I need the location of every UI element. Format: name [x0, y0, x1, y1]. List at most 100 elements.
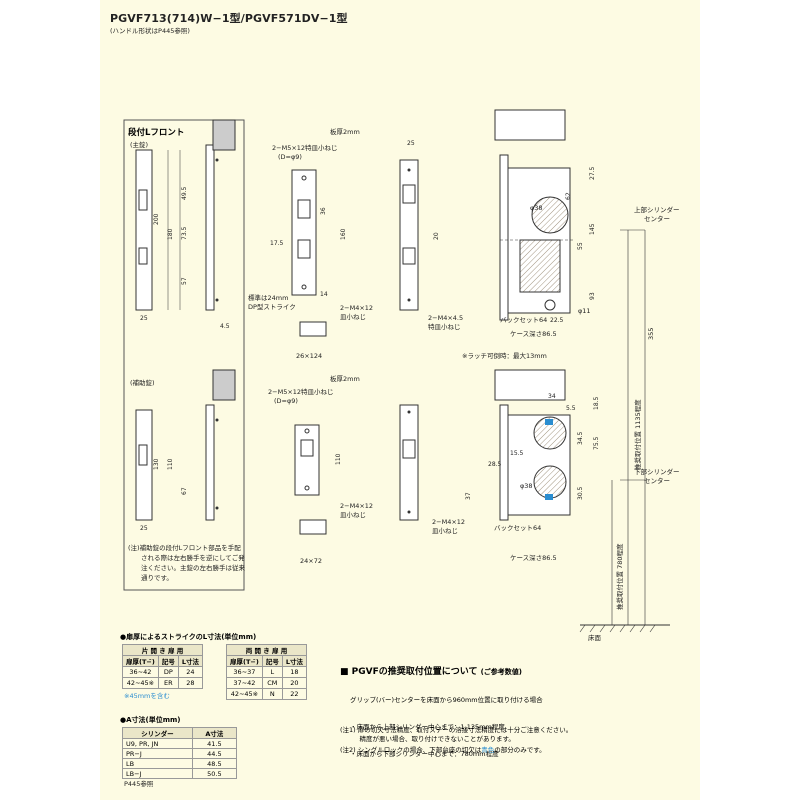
table-row: LB−J 50.5: [122, 768, 238, 779]
dim-34: 34: [548, 393, 556, 400]
lower-cylinder-label: 下部シリンダー: [634, 467, 680, 476]
a-table-heading: ●A寸法(単位mm): [120, 716, 181, 724]
single-door-title: 片 開 き 扉 用: [122, 644, 203, 656]
strike-footnote: ※45mmを含む: [124, 692, 170, 700]
dim-57: 57: [181, 277, 188, 285]
cell: 22: [281, 688, 307, 700]
cell: 50.5: [191, 768, 238, 779]
rec-upper-height: 推奨取付位置 1135程度: [633, 399, 642, 470]
dim-75-5: 75.5: [593, 436, 600, 450]
col-l: L寸法: [177, 655, 203, 667]
cell: LB−J: [122, 768, 193, 779]
strike-dp-label: DP型ストライク: [248, 302, 296, 311]
dim-36: 36: [320, 207, 327, 215]
pgvf-body: グリップ(バー)センターを床面から960mm位置に取り付ける場合 ・床面から上部…: [350, 678, 543, 768]
table-row: U9, PR, JN 41.5: [122, 738, 238, 749]
col-door-thickness: 扉厚(T−̄): [122, 655, 159, 667]
screw-m4-12-aux2: 2−M4×12: [432, 518, 465, 526]
col-door-thickness: 扉厚(T−̄): [226, 655, 263, 667]
col-l: L寸法: [281, 655, 307, 667]
cell: ER: [157, 677, 179, 689]
screw-m4-12-type-aux2: 皿小ねじ: [432, 526, 458, 535]
dim-30-5: 30.5: [577, 486, 584, 500]
screw-m4-12-label: 2−M4×12: [340, 304, 373, 312]
cell: DP: [157, 666, 179, 678]
table-row: 36∼37 L 18: [226, 666, 307, 678]
plate-thickness-label-aux: 板厚2mm: [330, 374, 360, 383]
dim-18-5: 18.5: [593, 396, 600, 410]
cell: 28: [177, 677, 203, 689]
front-panel-note: (注)補助錠の段付Lフロント部品を手配 される際は左右勝手を逆にしてご発 注くだ…: [128, 544, 245, 582]
dim-17-5: 17.5: [270, 240, 284, 247]
dim-200: 200: [153, 213, 160, 225]
dim-22-5: 22.5: [550, 317, 564, 324]
cell: LB: [122, 758, 193, 769]
double-door-title: 両 開 き 扉 用: [226, 644, 307, 656]
aux-lock-front-mid: [399, 404, 419, 521]
height-guide: [579, 229, 670, 633]
strike-table-single: 片 開 き 扉 用 扉厚(T−̄) 記号 L寸法 36∼42 DP 24 42∼…: [122, 644, 203, 689]
table-row: LB 48.5: [122, 758, 238, 769]
screw-m4-45-type: 特皿小ねじ: [428, 322, 461, 331]
lower-center-label: センター: [644, 476, 670, 485]
screw-upper-label: 2−M5×12特皿小ねじ: [272, 143, 338, 152]
col-code: 記号: [157, 655, 179, 667]
dim-37: 37: [465, 492, 472, 500]
front-panel-title: 段付Lフロント: [128, 128, 185, 138]
case-depth-aux: ケース深さ86.5: [510, 553, 557, 562]
screw-upper-label-aux: 2−M5×12特皿小ねじ: [268, 387, 334, 396]
rec-lower-height: 推奨取付位置 780程度: [615, 543, 624, 610]
upper-cylinder-label: 上部シリンダー: [634, 205, 680, 214]
table-row: 42∼45※ N 22: [226, 688, 307, 700]
dim-20: 20: [433, 232, 440, 240]
cell: 42∼45※: [226, 688, 263, 700]
aux-lock-front: [135, 369, 236, 521]
pgvf-line: ・床面から上部シリンダー中心まで：1,135mm程度: [350, 723, 505, 731]
main-lock-front-mid: [399, 159, 419, 311]
backset-label-main: バックセット64: [500, 316, 547, 324]
cell: 42∼45※: [122, 677, 159, 689]
cell: 44.5: [191, 748, 238, 759]
phi38-main: φ38: [530, 204, 543, 212]
screw-m4-45-label: 2−M4×4.5: [428, 314, 463, 322]
backset-label-aux: バックセット64: [494, 524, 541, 532]
dim-4-5: 4.5: [220, 323, 230, 330]
dim-55: 55: [577, 242, 584, 250]
footnote-2-post: の部分のみです。: [494, 746, 546, 754]
main-strike-drawing: [291, 169, 327, 337]
strike-size-aux: 24×72: [300, 557, 322, 565]
dim-130: 130: [153, 458, 160, 470]
dim-27-5: 27.5: [589, 166, 596, 180]
case-depth-main: ケース深さ86.5: [510, 329, 557, 338]
footnote-1a: (注1) 扉の切欠寸法精度、取付ステーの溶接寸法精度には十分ご注意ください。: [340, 726, 573, 734]
cell: PR−J: [122, 748, 193, 759]
dim-25-mid: 25: [407, 140, 415, 147]
cell: 36∼37: [226, 666, 263, 678]
dim-5-5: 5.5: [566, 405, 576, 412]
cell: 18: [281, 666, 307, 678]
main-lock-label: (主錠): [130, 140, 148, 149]
phi11: φ11: [578, 307, 591, 315]
strike-size-main: 26×124: [296, 352, 322, 360]
a-dimension-table: シリンダー A寸法 U9, PR, JN 41.5 PR−J 44.5 LB 4…: [122, 727, 238, 779]
phi38-aux: φ38: [520, 482, 533, 490]
pgvf-title-text: ■ PGVFの推奨取付位置について: [340, 667, 478, 677]
screw-m4-12-type: 皿小ねじ: [340, 312, 366, 321]
table-row: 36∼42 DP 24: [122, 666, 203, 678]
dim-110-strike: 110: [335, 453, 342, 465]
screw-upper-d-aux: (D=φ9): [274, 397, 298, 405]
cell: 36∼42: [122, 666, 159, 678]
screw-m4-12-type-aux: 皿小ねじ: [340, 510, 366, 519]
main-lock-front: [135, 119, 236, 311]
floor-label: 床面: [588, 633, 602, 642]
dim-34-5: 34.5: [577, 431, 584, 445]
dim-67: 67: [181, 487, 188, 495]
upper-center-label: センター: [644, 214, 670, 223]
dim-93: 93: [589, 292, 596, 300]
cell: 37∼42: [226, 677, 263, 689]
cell: 48.5: [191, 758, 238, 769]
strike-table-double: 両 開 き 扉 用 扉厚(T−̄) 記号 L寸法 36∼37 L 18 37∼4…: [226, 644, 307, 700]
dim-28-5: 28.5: [488, 461, 502, 468]
pgvf-title: ■ PGVFの推奨取付位置について (ご参考数値): [340, 664, 522, 677]
screw-m4-12-aux: 2−M4×12: [340, 502, 373, 510]
